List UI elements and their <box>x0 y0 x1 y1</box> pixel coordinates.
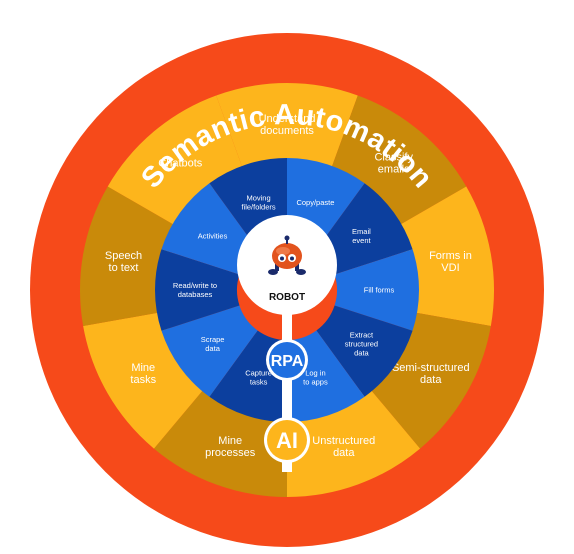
robot-label: ROBOT <box>269 292 305 303</box>
sector-label-line: data <box>205 344 220 353</box>
sector-label-line: emails <box>378 164 410 176</box>
sector-forms-in-vdi <box>394 186 494 326</box>
sector-label-line: Mine <box>131 362 155 374</box>
sector-label-line: event <box>352 236 371 245</box>
sector-label-line: tasks <box>130 374 156 386</box>
sector-label-line: to apps <box>303 378 328 387</box>
rpa-badge-label: RPA <box>271 353 304 370</box>
sector-label-line: Extract <box>350 331 374 340</box>
ai-badge-label: AI <box>276 428 298 453</box>
ai-badge-inner <box>267 420 307 460</box>
sector-label-line: Classify <box>374 152 413 164</box>
sector-label-line: data <box>420 374 442 386</box>
sector-label-line: tasks <box>250 378 268 387</box>
sector-label-line: Speech <box>105 250 142 262</box>
sector-label-copy-paste: Copy/paste <box>296 198 334 207</box>
sector-label-line: databases <box>178 290 213 299</box>
sector-label-line: Unstructured <box>312 435 375 447</box>
sector-label-line: Understand <box>259 113 316 125</box>
sector-label-line: file/folders <box>241 203 275 212</box>
sector-label-line: VDI <box>441 262 459 274</box>
sector-extract-structured-data <box>316 305 413 397</box>
sector-label-line: Capture <box>245 369 272 378</box>
rpa-badge-inner <box>269 342 305 378</box>
sector-label-line: Chatbots <box>158 158 203 170</box>
sector-label-line: Fill forms <box>364 286 395 295</box>
sector-understand-documents <box>216 83 358 174</box>
sector-chatbots <box>107 95 245 228</box>
sector-label-line: Mine <box>218 435 242 447</box>
robot-icon <box>268 235 306 275</box>
sector-label-line: data <box>354 349 369 358</box>
connector-stem <box>282 300 292 472</box>
sector-activities <box>161 183 258 275</box>
sector-label-line: Copy/paste <box>296 198 334 207</box>
sector-label-line: Log in <box>305 369 325 378</box>
sector-label-line: Email <box>352 227 371 236</box>
sector-label-activities: Activities <box>198 232 228 241</box>
sector-label-line: Semi-structured <box>392 362 470 374</box>
sector-label-line: to text <box>109 262 139 274</box>
sector-label-line: data <box>333 447 355 459</box>
sector-label-line: Scrape <box>201 335 225 344</box>
sector-fill-forms <box>334 249 419 331</box>
sector-classify-emails <box>329 95 467 228</box>
sector-email-event <box>316 183 413 275</box>
sector-label-line: Activities <box>198 232 228 241</box>
sector-scrape-data <box>161 305 258 397</box>
sector-speech-to-text <box>80 186 180 326</box>
sector-label-line: processes <box>205 447 256 459</box>
sector-label-line: Forms in <box>429 250 472 262</box>
sector-label-line: structured <box>345 340 378 349</box>
sector-label-chatbots: Chatbots <box>158 158 203 170</box>
sector-label-line: Read/write to <box>173 281 217 290</box>
sector-label-line: documents <box>260 125 314 137</box>
sector-label-line: Moving <box>246 194 270 203</box>
sector-read-write-to-databases <box>155 249 240 331</box>
sector-label-fill-forms: Fill forms <box>364 286 395 295</box>
